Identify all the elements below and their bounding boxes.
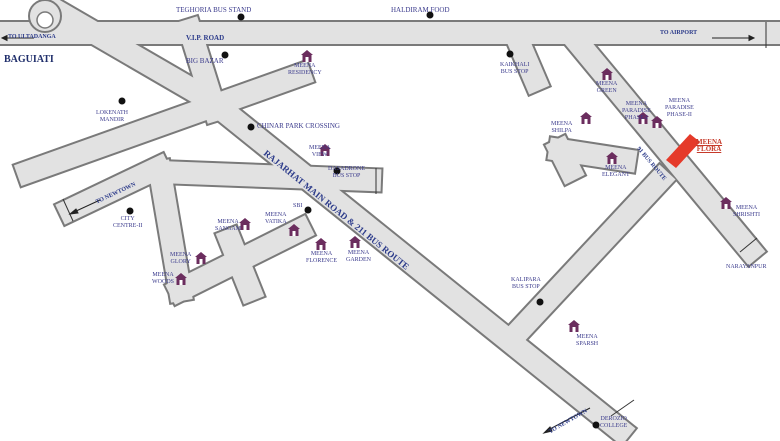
direction-arrows	[0, 34, 756, 434]
narayanpur-label: NARAYANPUR	[726, 264, 767, 270]
poi-dots	[118, 11, 600, 429]
to-ultadanga-label: TO ULTADANGA	[8, 34, 56, 40]
chinar-label: CHINAR PARK CROSSING	[257, 122, 340, 130]
teghoria-label: TEGHORIA BUS STAND	[176, 6, 252, 14]
sbi-label: SBI	[293, 203, 303, 209]
to-airport-label: TO AIRPORT	[660, 30, 698, 36]
baguiati-label: BAGUIATI	[4, 54, 54, 65]
big-bazar-label: BIG BAZAR	[186, 57, 224, 65]
highlight-marker	[666, 134, 700, 168]
haldiram-label: HALDIRAM FOOD	[391, 6, 450, 14]
vip-road-label: V.I.P. ROAD	[186, 34, 225, 42]
